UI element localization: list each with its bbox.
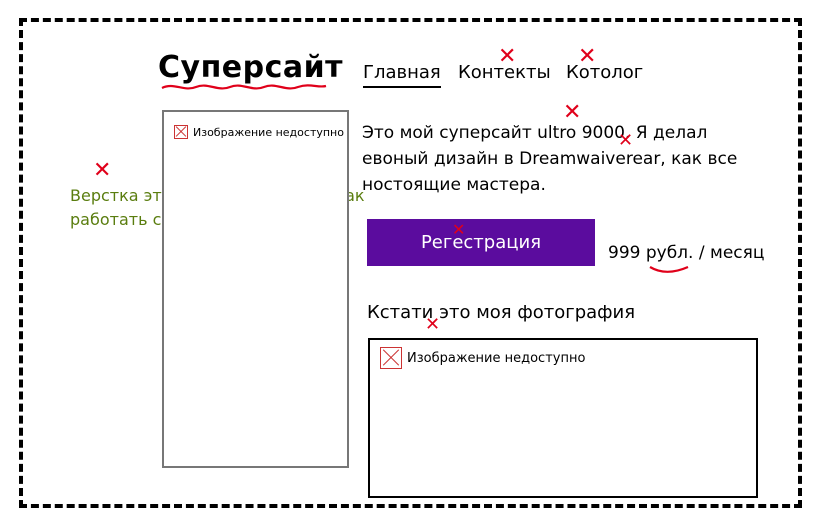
broken-image-icon: [380, 347, 402, 369]
photo-placeholder: Изображение недоступно: [368, 338, 758, 498]
broken-image-label: Изображение недоступно: [407, 350, 586, 366]
error-mark-register: ✕: [452, 220, 466, 239]
page-frame: [19, 18, 802, 508]
nav-item-home[interactable]: Главная: [363, 62, 441, 88]
error-mark-side-note: ✕: [93, 158, 112, 183]
error-mark-caption: ✕: [425, 314, 441, 335]
broken-image-placeholder: Изображение недоступно: [174, 125, 344, 139]
price-underline-mark: [649, 265, 689, 273]
broken-image-placeholder: Изображение недоступно: [380, 347, 585, 369]
logo-squiggle-mark: [161, 84, 327, 90]
site-logo[interactable]: Суперсайт: [158, 50, 344, 85]
error-mark-9000: ✕: [618, 130, 634, 151]
broken-image-icon: [174, 125, 188, 139]
error-mark-ultro: ✕: [563, 100, 582, 125]
error-mark-catalog: ✕: [578, 44, 597, 69]
intro-text: Это мой суперсайт ultro 9000. Я делал ев…: [362, 123, 738, 195]
sidebar-image-placeholder: Изображение недоступно: [162, 110, 349, 468]
photo-caption: Кстати это моя фотография: [367, 302, 636, 323]
price-text: 999 рубл. / месяц: [608, 243, 765, 263]
broken-image-label: Изображение недоступно: [193, 125, 344, 139]
register-button[interactable]: Регестрация: [367, 219, 595, 266]
error-mark-contacts: ✕: [498, 44, 517, 69]
nav-item-catalog[interactable]: Котолог: [566, 62, 644, 83]
nav-item-contacts[interactable]: Контекты: [458, 62, 551, 83]
